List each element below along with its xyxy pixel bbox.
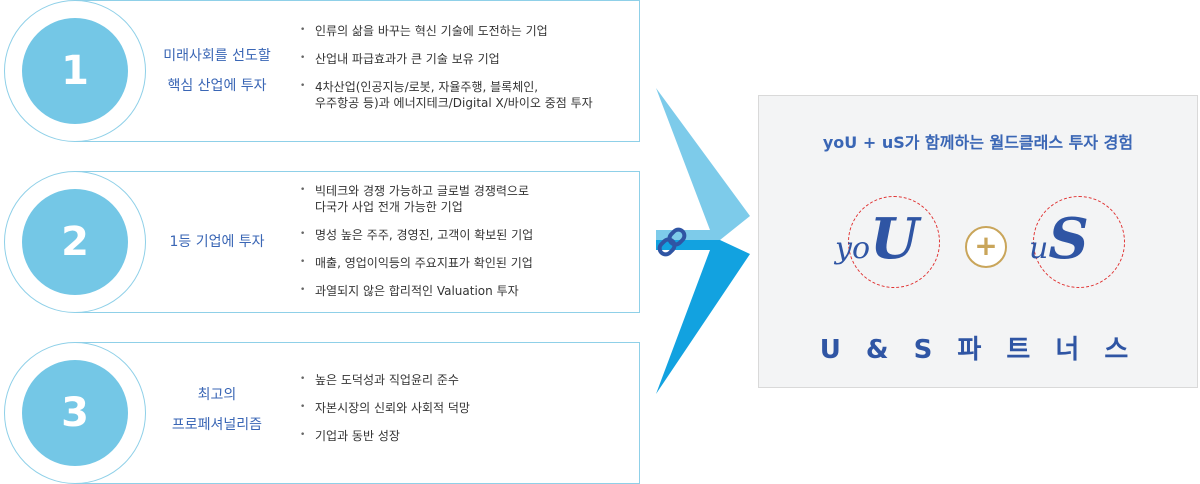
card-title-line: 프로페셔널리즘 — [171, 417, 263, 433]
bullet-item: 인류의 삶을 바꾸는 혁신 기술에 도전하는 기업 — [300, 22, 632, 39]
link-icon — [657, 227, 687, 257]
number-badge: 3 — [4, 342, 146, 484]
bullet-list: 인류의 삶을 바꾸는 혁신 기술에 도전하는 기업 산업내 파급효과가 큰 기술… — [300, 22, 632, 123]
number-badge: 2 — [4, 171, 146, 313]
card-title-line: 핵심 산업에 투자 — [167, 78, 267, 94]
chevron-arrow — [656, 88, 750, 394]
panel-heading: yoU + uS가 함께하는 월드클래스 투자 경험 — [822, 133, 1134, 152]
card-title: 1등 기업에 투자 — [150, 227, 284, 257]
bullet-item: 기업과 동반 성장 — [300, 427, 632, 444]
card-3: 3 최고의 프로페셔널리즘 높은 도덕성과 직업윤리 준수 자본시장의 신뢰와 … — [4, 342, 640, 484]
you-logo-small: yo — [835, 231, 871, 266]
bullet-item: 과열되지 않은 합리적인 Valuation 투자 — [300, 282, 632, 299]
card-title: 최고의 프로페셔널리즘 — [150, 380, 284, 440]
bullet-item: 산업내 파급효과가 큰 기술 보유 기업 — [300, 50, 632, 67]
card-1: 1 미래사회를 선도할 핵심 산업에 투자 인류의 삶을 바꾸는 혁신 기술에 … — [4, 0, 640, 142]
us-logo-big: S — [1048, 206, 1089, 272]
bullet-list: 빅테크와 경쟁 가능하고 글로벌 경쟁력으로 다국가 사업 전개 가능한 기업 … — [300, 182, 632, 311]
partners-panel: yoU + uS가 함께하는 월드클래스 투자 경험 yoU + uS U & … — [758, 95, 1198, 388]
chevron-arrow-upper — [656, 88, 750, 240]
bullet-list: 높은 도덕성과 직업윤리 준수 자본시장의 신뢰와 사회적 덕망 기업과 동반 … — [300, 371, 632, 456]
you-logo-big: U — [870, 206, 919, 272]
card-2: 2 1등 기업에 투자 빅테크와 경쟁 가능하고 글로벌 경쟁력으로 다국가 사… — [4, 171, 640, 313]
plus-icon: + — [965, 226, 1007, 268]
card-title-line: 1등 기업에 투자 — [169, 234, 265, 250]
us-logo-ring — [1033, 196, 1125, 288]
you-logo: yoU — [835, 206, 919, 272]
us-logo: uS — [1029, 206, 1089, 272]
chevron-arrow-lower — [656, 240, 750, 394]
bullet-item: 높은 도덕성과 직업윤리 준수 — [300, 371, 632, 388]
you-logo-ring — [848, 196, 940, 288]
bullet-item: 명성 높은 주주, 경영진, 고객이 확보된 기업 — [300, 226, 632, 243]
bullet-item: 빅테크와 경쟁 가능하고 글로벌 경쟁력으로 다국가 사업 전개 가능한 기업 — [300, 182, 632, 215]
number-badge-label: 2 — [22, 189, 128, 295]
number-badge-label: 1 — [22, 18, 128, 124]
number-badge: 1 — [4, 0, 146, 142]
company-name: U & S 파 트 너 스 — [819, 335, 1137, 365]
number-badge-label: 3 — [22, 360, 128, 466]
bullet-item: 4차산업(인공지능/로봇, 자율주행, 블록체인, 우주항공 등)과 에너지테크… — [300, 78, 632, 111]
bullet-item: 자본시장의 신뢰와 사회적 덕망 — [300, 399, 632, 416]
card-title: 미래사회를 선도할 핵심 산업에 투자 — [150, 41, 284, 101]
card-title-line: 미래사회를 선도할 — [163, 48, 271, 64]
bullet-item: 매출, 영업이익등의 주요지표가 확인된 기업 — [300, 254, 632, 271]
card-title-line: 최고의 — [197, 387, 237, 403]
us-logo-small: u — [1029, 231, 1049, 266]
